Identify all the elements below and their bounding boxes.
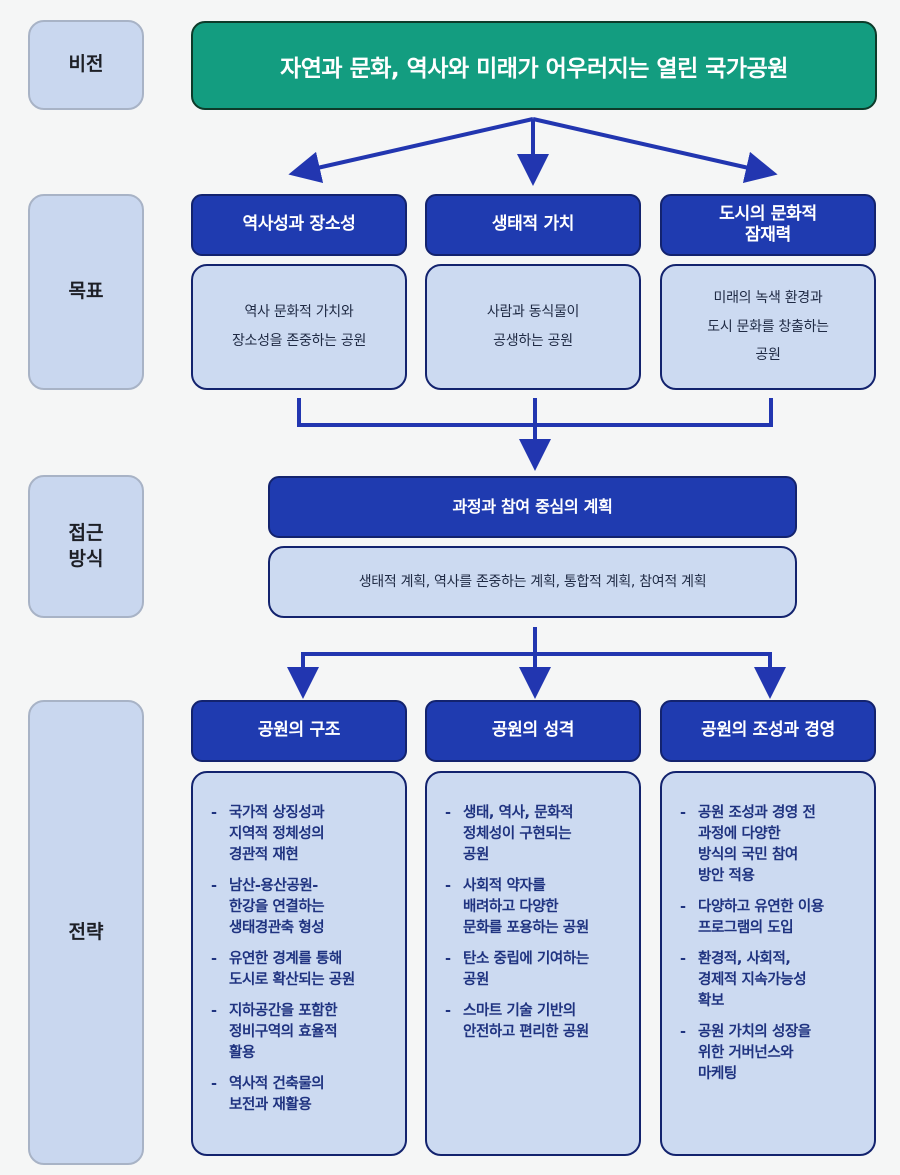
goal-title-culture: 도시의 문화적 잠재력 bbox=[660, 194, 876, 256]
arrow-vision-to-goal-1 bbox=[288, 117, 534, 184]
strategy-list-character: -생태, 역사, 문화적 정체성이 구현되는 공원 -사회적 약자를 배려하고 … bbox=[425, 771, 641, 1156]
strategy-bullet: -남산-용산공원- 한강을 연결하는 생태경관축 형성 bbox=[211, 878, 325, 937]
strategy-title-character: 공원의 성격 bbox=[425, 700, 641, 762]
strategy-bullet: -국가적 상징성과 지역적 정체성의 경관적 재현 bbox=[211, 805, 325, 864]
strategy-bullet: -탄소 중립에 기여하는 공원 bbox=[445, 951, 589, 989]
row-label-approach: 접근 방식 bbox=[28, 475, 144, 618]
goal-description-ecology: 사람과 동식물이 공생하는 공원 bbox=[425, 264, 641, 390]
strategy-bullet: -역사적 건축물의 보전과 재활용 bbox=[211, 1076, 325, 1114]
vision-statement-box: 자연과 문화, 역사와 미래가 어우러지는 열린 국가공원 bbox=[191, 21, 877, 110]
row-label-strategy: 전략 bbox=[28, 700, 144, 1165]
goal-description-culture: 미래의 녹색 환경과 도시 문화를 창출하는 공원 bbox=[660, 264, 876, 390]
strategy-bullet: -사회적 약자를 배려하고 다양한 문화를 포용하는 공원 bbox=[445, 878, 589, 937]
strategy-bullet: -스마트 기술 기반의 안전하고 편리한 공원 bbox=[445, 1003, 589, 1041]
row-label-goals: 목표 bbox=[28, 194, 144, 390]
strategy-list-structure: -국가적 상징성과 지역적 정체성의 경관적 재현 -남산-용산공원- 한강을 … bbox=[191, 771, 407, 1156]
strategy-bullet: -생태, 역사, 문화적 정체성이 구현되는 공원 bbox=[445, 805, 574, 864]
strategy-list-management: -공원 조성과 경영 전 과정에 다양한 방식의 국민 참여 방안 적용 -다양… bbox=[660, 771, 876, 1156]
goal-title-history: 역사성과 장소성 bbox=[191, 194, 407, 256]
approach-title: 과정과 참여 중심의 계획 bbox=[268, 476, 797, 538]
strategy-bullet: -공원 조성과 경영 전 과정에 다양한 방식의 국민 참여 방안 적용 bbox=[680, 805, 816, 885]
goal-title-ecology: 생태적 가치 bbox=[425, 194, 641, 256]
strategy-title-structure: 공원의 구조 bbox=[191, 700, 407, 762]
strategy-bullet: -유연한 경계를 통해 도시로 확산되는 공원 bbox=[211, 951, 355, 989]
goal-description-history: 역사 문화적 가치와 장소성을 존중하는 공원 bbox=[191, 264, 407, 390]
approach-description: 생태적 계획, 역사를 존중하는 계획, 통합적 계획, 참여적 계획 bbox=[268, 546, 797, 618]
row-label-vision: 비전 bbox=[28, 20, 144, 110]
strategy-title-management: 공원의 조성과 경영 bbox=[660, 700, 876, 762]
strategy-bullet: -환경적, 사회적, 경제적 지속가능성 확보 bbox=[680, 951, 807, 1010]
strategy-bullet: -지하공간을 포함한 정비구역의 효율적 활용 bbox=[211, 1003, 338, 1062]
strategy-bullet: -다양하고 유연한 이용 프로그램의 도입 bbox=[680, 899, 824, 937]
arrow-vision-to-goal-3 bbox=[532, 117, 778, 184]
strategy-bullet: -공원 가치의 성장을 위한 거버넌스와 마케팅 bbox=[680, 1024, 811, 1083]
